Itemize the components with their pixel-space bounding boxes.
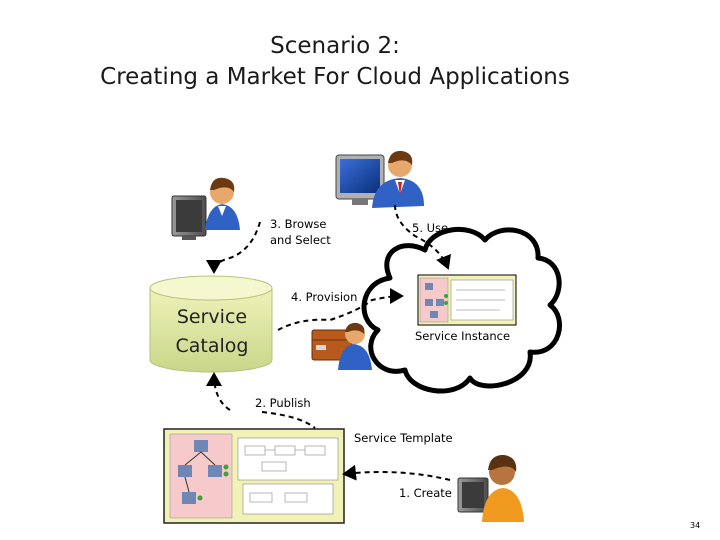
connectors bbox=[206, 204, 451, 481]
step-use-label: 5. Use bbox=[412, 221, 449, 235]
user-browse-person bbox=[171, 177, 240, 240]
service-instance-box bbox=[417, 274, 517, 326]
step-provision-label: 4. Provision bbox=[291, 290, 358, 304]
slide-title-line1: Scenario 2: bbox=[270, 33, 400, 59]
browse-line2: and Select bbox=[270, 233, 331, 247]
arrow-publish bbox=[206, 372, 231, 411]
service-template-box bbox=[163, 428, 345, 524]
service-template-label: Service Template bbox=[354, 431, 453, 445]
arrow-provision bbox=[277, 288, 404, 331]
provisioner-person bbox=[311, 322, 372, 370]
service-catalog-label: Service Catalog bbox=[168, 303, 256, 361]
catalog-label-line1: Service bbox=[176, 306, 248, 328]
service-instance-label: Service Instance bbox=[415, 329, 511, 343]
arrow-use bbox=[394, 204, 451, 270]
user-use-person bbox=[335, 150, 424, 208]
arrow-create bbox=[342, 464, 451, 481]
service-catalog-cylinder bbox=[149, 275, 273, 373]
slide-title-line2: Creating a Market For Cloud Applications bbox=[100, 64, 570, 90]
catalog-label-line2: Catalog bbox=[175, 335, 249, 357]
browse-line1: 3. Browse bbox=[270, 217, 327, 231]
step-browse-label: 3. Browse and Select bbox=[270, 216, 331, 248]
step-create-label: 1. Create bbox=[399, 486, 452, 500]
template-author-person bbox=[457, 454, 524, 522]
line-publish-template bbox=[261, 411, 316, 429]
arrow-browse bbox=[206, 221, 261, 274]
step-publish-label: 2. Publish bbox=[255, 396, 311, 410]
page-number: 34 bbox=[690, 521, 700, 530]
